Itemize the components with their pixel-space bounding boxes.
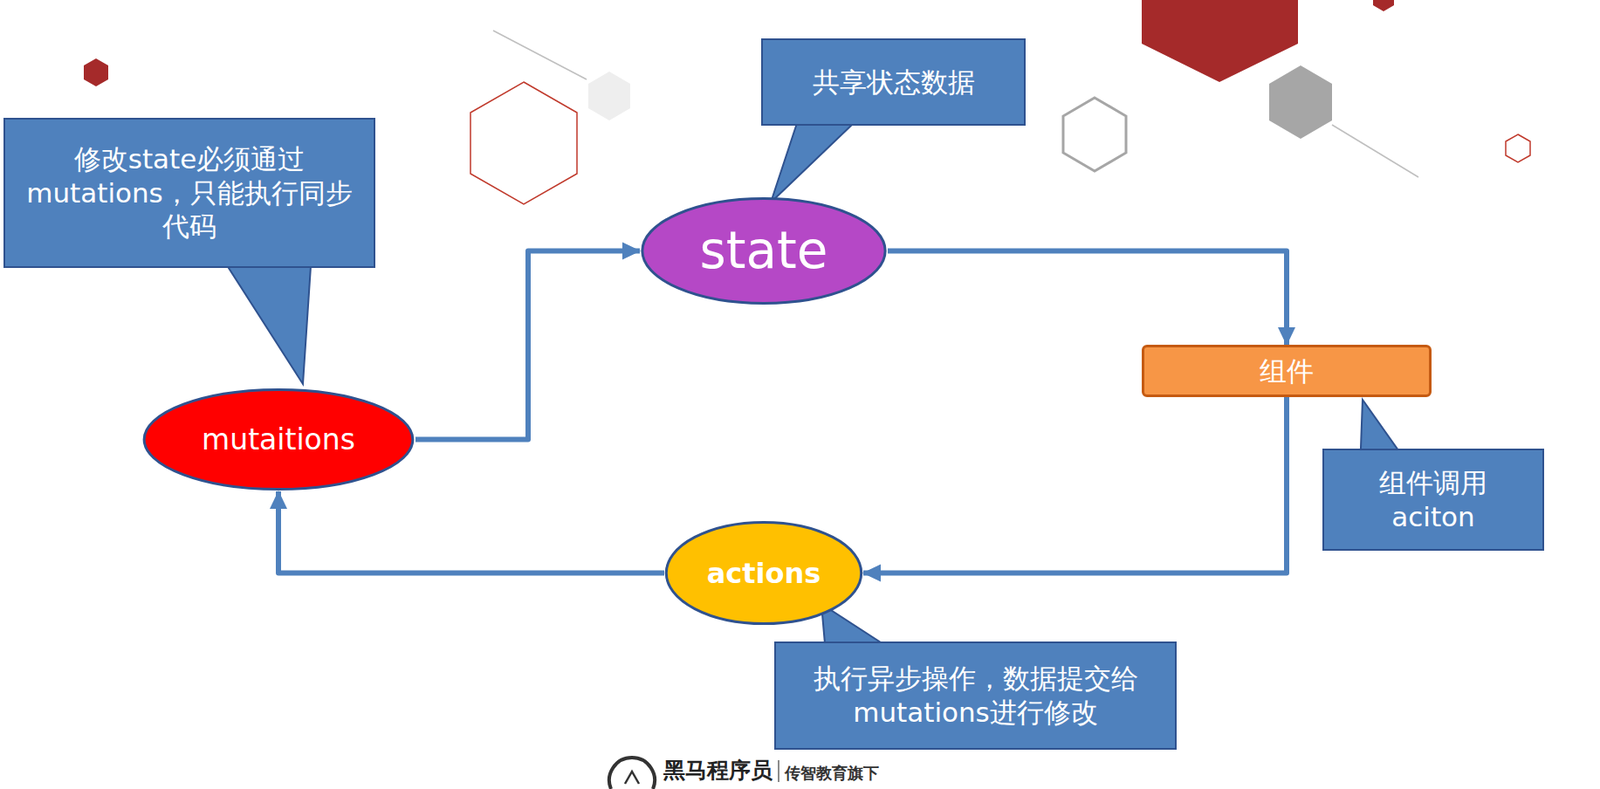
node-text: actions <box>707 556 822 591</box>
callout-tail <box>219 253 312 385</box>
decor-hexagon <box>1373 0 1394 12</box>
node-text: 执行异步操作，数据提交给mutations进行修改 <box>791 661 1160 730</box>
flow-arrow <box>863 397 1287 574</box>
callout-box: 共享状态数据 <box>761 38 1026 126</box>
logo-mark <box>609 757 655 789</box>
node-text: mutaitions <box>201 421 356 458</box>
decor-hexagon <box>83 58 109 87</box>
decor-hexagon <box>1063 97 1127 172</box>
node-text: 修改state必须通过 mutations，只能执行同步代码 <box>20 142 358 244</box>
callout-box: 执行异步操作，数据提交给mutations进行修改 <box>774 641 1177 750</box>
node-text: 组件 <box>1259 354 1314 389</box>
callout-box: 组件调用 aciton <box>1322 448 1545 551</box>
watermark-separator <box>777 760 780 783</box>
decor-hexagon <box>1269 65 1333 139</box>
watermark-tagline: 传智教育旗下 <box>784 762 879 784</box>
decor-line <box>493 30 587 80</box>
watermark-brand: 黑马程序员 <box>663 755 773 785</box>
logo-mark <box>624 771 639 784</box>
mutations-ellipse: mutaitions <box>141 387 416 492</box>
decor-hexagon <box>588 71 631 121</box>
flow-arrow <box>887 250 1287 345</box>
decor-hexagon <box>1141 0 1298 83</box>
decor-hexagon <box>470 82 577 205</box>
node-text: 组件调用 aciton <box>1339 466 1527 535</box>
node-text: 共享状态数据 <box>812 65 976 100</box>
node-text: state <box>700 219 829 283</box>
decor-hexagon <box>1505 134 1531 163</box>
actions-ellipse: actions <box>664 520 864 626</box>
decor-line <box>1332 124 1419 178</box>
flow-arrow <box>278 491 665 574</box>
component-box: 组件 <box>1141 344 1432 398</box>
flow-arrow <box>415 250 640 440</box>
callout-box: 修改state必须通过 mutations，只能执行同步代码 <box>3 117 376 268</box>
state-ellipse: state <box>639 196 888 306</box>
